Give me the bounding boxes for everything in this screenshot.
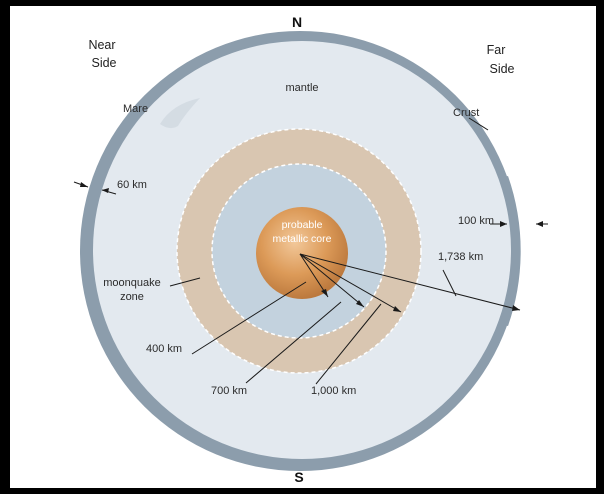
south-label: S — [294, 469, 303, 485]
far-side-crust-thickness-label: 100 km — [458, 215, 494, 227]
north-label: N — [292, 14, 302, 30]
radius-700-line — [299, 253, 365, 308]
leader-400 — [191, 281, 307, 355]
diagram-canvas: N S Near Side Far Side mantle Mare Crust… — [73, 14, 548, 485]
metallic-core — [256, 207, 348, 299]
crust-label: Crust — [453, 107, 479, 119]
far-side-thickness-marker — [490, 221, 548, 227]
radius-label: 1,738 km — [438, 251, 483, 263]
mare-label: Mare — [123, 103, 148, 115]
core-label-line2: metallic core — [273, 233, 332, 245]
radius-1738-arrowhead — [512, 305, 520, 311]
moon-interior-diagram: N S Near Side Far Side mantle Mare Crust… — [10, 6, 596, 488]
radius-1000-line — [299, 253, 402, 313]
near-side-thickness-marker — [73, 181, 117, 195]
leader-1738 — [442, 269, 457, 297]
mantle-label: mantle — [285, 82, 318, 94]
leader-crust — [468, 117, 489, 131]
moonquake-zone-label-line1: moonquake — [103, 277, 161, 289]
core-label-line1: probable — [282, 219, 323, 231]
leader-700 — [245, 301, 342, 384]
depth-400-label: 400 km — [146, 343, 182, 355]
leader-1000 — [315, 303, 382, 385]
moonquake-zone-outer-boundary — [176, 128, 422, 374]
mare-patch — [160, 98, 200, 129]
radius-1000-arrowhead — [393, 306, 401, 312]
near-side-crust-thickness-label: 60 km — [117, 179, 147, 191]
near-side-label-line1: Near — [88, 38, 115, 52]
radius-400-arrowhead — [321, 289, 328, 297]
depth-700-label: 700 km — [211, 385, 247, 397]
leader-moonquake — [169, 277, 201, 287]
far-side-label-line2: Side — [489, 62, 514, 76]
radius-arrows — [299, 253, 521, 313]
radius-1738-line — [299, 253, 521, 311]
far-side-crust-bulge — [500, 176, 521, 326]
radius-400-line — [299, 253, 329, 298]
radius-700-arrowhead — [356, 300, 364, 307]
far-side-label-line1: Far — [487, 43, 506, 57]
near-side-label-line2: Side — [91, 56, 116, 70]
moonquake-zone-label-line2: zone — [120, 291, 144, 303]
depth-1000-label: 1,000 km — [311, 385, 356, 397]
